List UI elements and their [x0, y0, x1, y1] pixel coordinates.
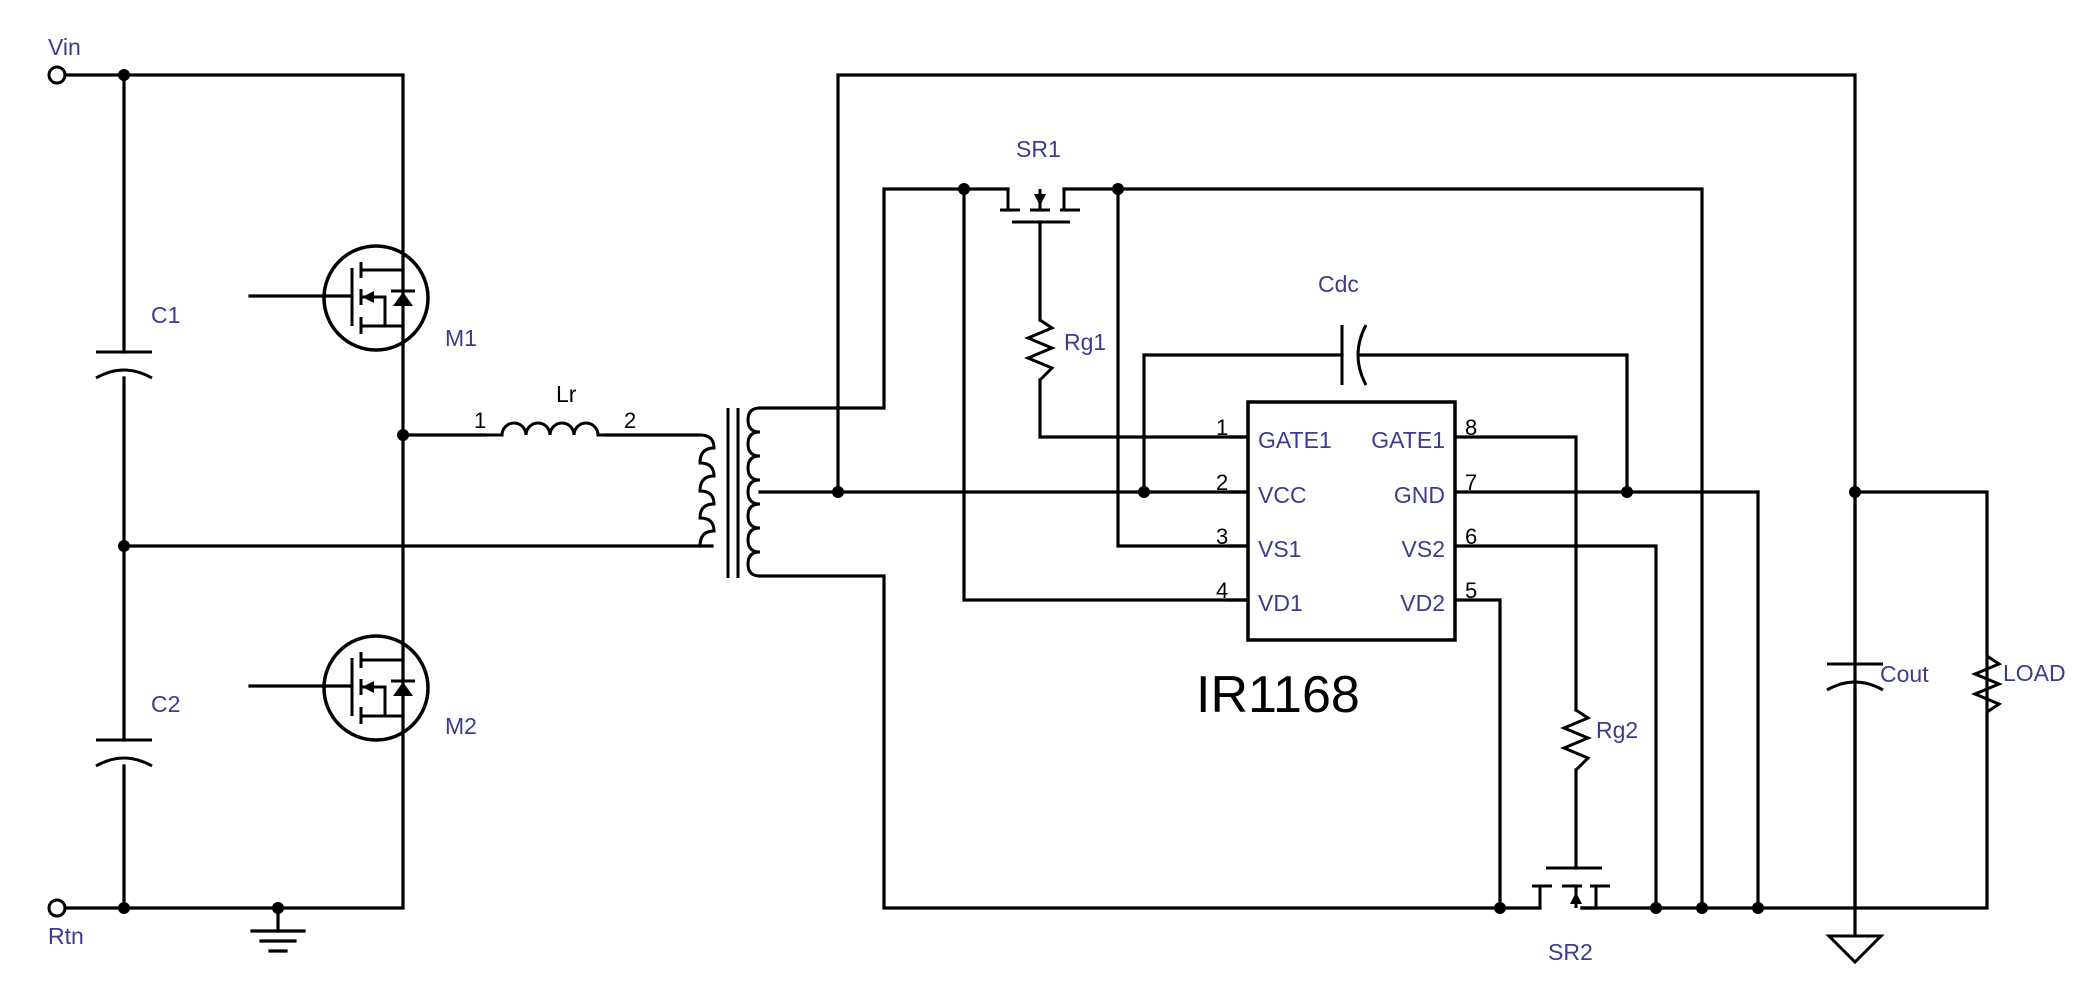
capacitor-cout [1826, 662, 1884, 692]
input-wiring [47, 65, 714, 953]
ic-pin7-num: 7 [1465, 470, 1477, 495]
capacitor-c2 [95, 738, 153, 768]
ic-name: IR1168 [1196, 666, 1360, 724]
ic-pin7-name: GND [1394, 482, 1445, 508]
lr-pin2: 2 [624, 408, 636, 433]
ic-pin3-num: 3 [1216, 524, 1228, 549]
ic-pin2-num: 2 [1216, 470, 1228, 495]
rg2-label: Rg2 [1596, 717, 1638, 743]
vin-label: Vin [48, 34, 81, 60]
ic-pin6-num: 6 [1465, 524, 1477, 549]
ic-pin4-num: 4 [1216, 578, 1228, 603]
ic-pin4-name: VD1 [1258, 590, 1303, 616]
resistor-rg2 [1560, 708, 1592, 772]
mosfet-sr2 [1532, 866, 1610, 910]
secondary-wiring [758, 73, 1989, 965]
mosfet-m1 [248, 244, 430, 352]
m1-label: M1 [445, 325, 477, 351]
lr-label: Lr [556, 381, 577, 407]
ic-pin8-num: 8 [1465, 415, 1477, 440]
ic-pin5-num: 5 [1465, 578, 1477, 603]
transformer [698, 406, 761, 578]
capacitor-c1 [95, 350, 153, 380]
inductor-lr [485, 421, 605, 437]
c1-label: C1 [151, 302, 180, 328]
sr1-label: SR1 [1016, 136, 1061, 162]
lr-pin1: 1 [474, 408, 486, 433]
rtn-label: Rtn [48, 923, 84, 949]
resistor-rg1 [1024, 318, 1056, 382]
resistor-load [1971, 654, 2003, 714]
c2-label: C2 [151, 691, 180, 717]
sr2-label: SR2 [1548, 939, 1593, 965]
ic-pin1-name: GATE1 [1258, 427, 1332, 453]
ic-pin3-name: VS1 [1258, 536, 1301, 562]
m2-label: M2 [445, 713, 477, 739]
rg1-label: Rg1 [1064, 329, 1106, 355]
ic-pin8-name: GATE1 [1371, 427, 1445, 453]
cout-label: Cout [1880, 661, 1929, 687]
load-label: LOAD [2003, 660, 2066, 686]
ic-pin2-name: VCC [1258, 482, 1307, 508]
ic-pin5-name: VD2 [1400, 590, 1445, 616]
mosfet-sr1 [1000, 189, 1080, 224]
capacitor-cdc [1340, 324, 1368, 386]
cdc-label: Cdc [1318, 271, 1359, 297]
ic-pin6-name: VS2 [1402, 536, 1445, 562]
mosfet-m2 [248, 634, 430, 742]
ic-pin1-num: 1 [1216, 415, 1228, 440]
ic-ir1168: 1 2 3 4 8 7 6 5 GATE1 VCC VS1 VD1 GATE1 … [1216, 400, 1477, 642]
